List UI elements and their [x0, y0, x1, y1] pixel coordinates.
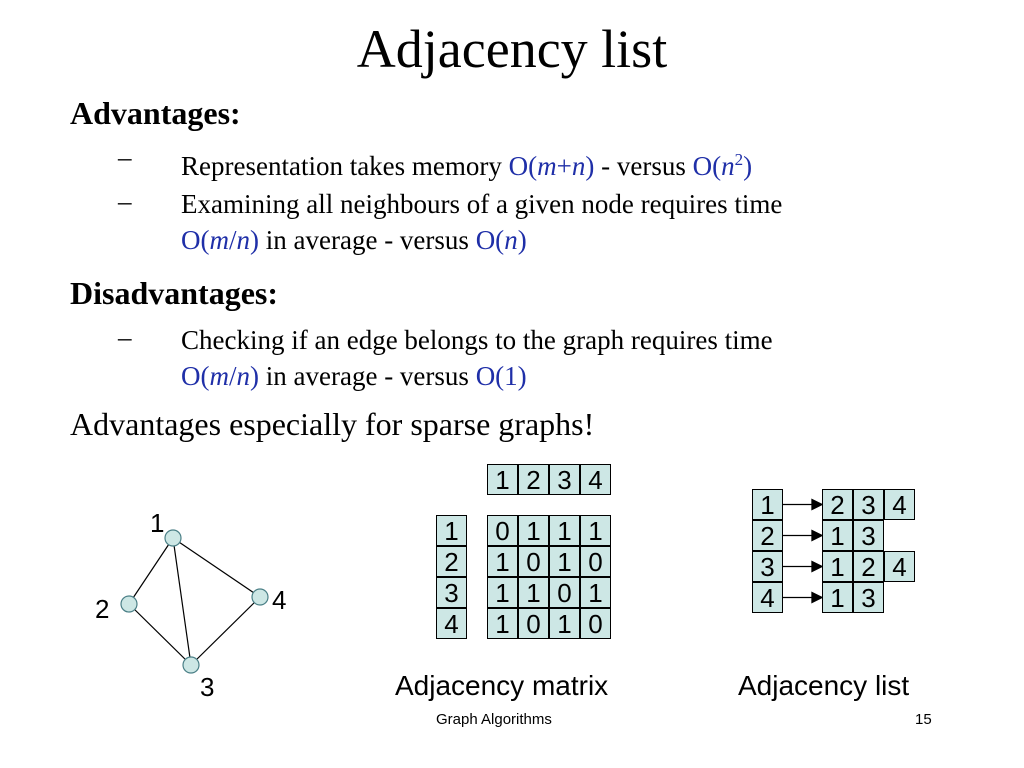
adjlist-cell: 3	[853, 520, 884, 551]
matrix-row-header: 3	[436, 577, 467, 608]
matrix-cell: 1	[487, 577, 518, 608]
matrix-col-header: 1	[487, 464, 518, 495]
matrix-col-header: 4	[580, 464, 611, 495]
bullet-text: Representation takes memory O(m+n) - ver…	[181, 150, 753, 181]
graph-node-3	[182, 656, 200, 674]
matrix-cell: 0	[518, 608, 549, 639]
matrix-cell: 0	[580, 608, 611, 639]
adjlist-cell: 1	[822, 520, 853, 551]
matrix-cell: 1	[549, 608, 580, 639]
matrix-cell: 0	[487, 515, 518, 546]
graph-edge-1-4	[172, 537, 261, 598]
matrix-cell: 1	[518, 577, 549, 608]
graph-node-1	[164, 529, 182, 547]
matrix-cell: 0	[549, 577, 580, 608]
adjlist-cell: 4	[884, 551, 915, 582]
matrix-col-header: 2	[518, 464, 549, 495]
graph-node-label: 4	[272, 585, 287, 615]
adjlist-arrowhead	[811, 529, 824, 542]
bullet-dash: –	[118, 186, 132, 216]
graph-node-4	[251, 588, 269, 606]
matrix-row-header: 1	[436, 515, 467, 546]
graph-edge-3-4	[190, 596, 261, 666]
slide-title: Adjacency list	[356, 19, 668, 79]
graph-node-label: 1	[150, 508, 165, 538]
graph-node-label: 2	[95, 594, 110, 624]
graph-edge-2-3	[128, 603, 192, 666]
bullet-dash: –	[118, 142, 132, 172]
adjlist-cell: 2	[853, 551, 884, 582]
matrix-row-header: 2	[436, 546, 467, 577]
adjacency-list-caption: Adjacency list	[738, 670, 910, 701]
matrix-row-header: 4	[436, 608, 467, 639]
adjlist-cell: 3	[853, 489, 884, 520]
page-number: 15	[915, 711, 932, 728]
graph-node-label: 3	[200, 672, 215, 702]
advantages-heading: Advantages:	[70, 95, 241, 131]
footer-title: Graph Algorithms	[436, 711, 552, 728]
adjlist-cell: 4	[884, 489, 915, 520]
adjlist-cell: 3	[853, 582, 884, 613]
graph-edge-1-3	[172, 537, 192, 666]
adjlist-head: 3	[752, 551, 783, 582]
adjlist-arrowhead	[811, 560, 824, 573]
adjlist-cell: 1	[822, 582, 853, 613]
matrix-cell: 1	[487, 608, 518, 639]
sparse-graphs-note: Advantages especially for sparse graphs!	[70, 406, 595, 442]
matrix-cell: 1	[580, 577, 611, 608]
adjlist-head: 4	[752, 582, 783, 613]
adjlist-arrowhead	[811, 498, 824, 511]
matrix-cell: 0	[580, 546, 611, 577]
graph-edge-1-2	[128, 537, 174, 605]
adjlist-cell: 2	[822, 489, 853, 520]
graph-node-2	[120, 595, 138, 613]
matrix-cell: 1	[580, 515, 611, 546]
matrix-cell: 1	[487, 546, 518, 577]
bullet-text: Checking if an edge belongs to the graph…	[181, 325, 773, 391]
matrix-cell: 0	[518, 546, 549, 577]
bullet-dash: –	[118, 322, 132, 352]
matrix-cell: 1	[549, 515, 580, 546]
disadvantages-heading: Disadvantages:	[70, 275, 279, 311]
matrix-cell: 1	[549, 546, 580, 577]
adjlist-cell: 1	[822, 551, 853, 582]
adjacency-matrix-caption: Adjacency matrix	[395, 670, 609, 701]
adjlist-head: 2	[752, 520, 783, 551]
bullet-text: Examining all neighbours of a given node…	[181, 189, 783, 255]
matrix-col-header: 3	[549, 464, 580, 495]
adjlist-arrowhead	[811, 591, 824, 604]
matrix-cell: 1	[518, 515, 549, 546]
adjlist-head: 1	[752, 489, 783, 520]
